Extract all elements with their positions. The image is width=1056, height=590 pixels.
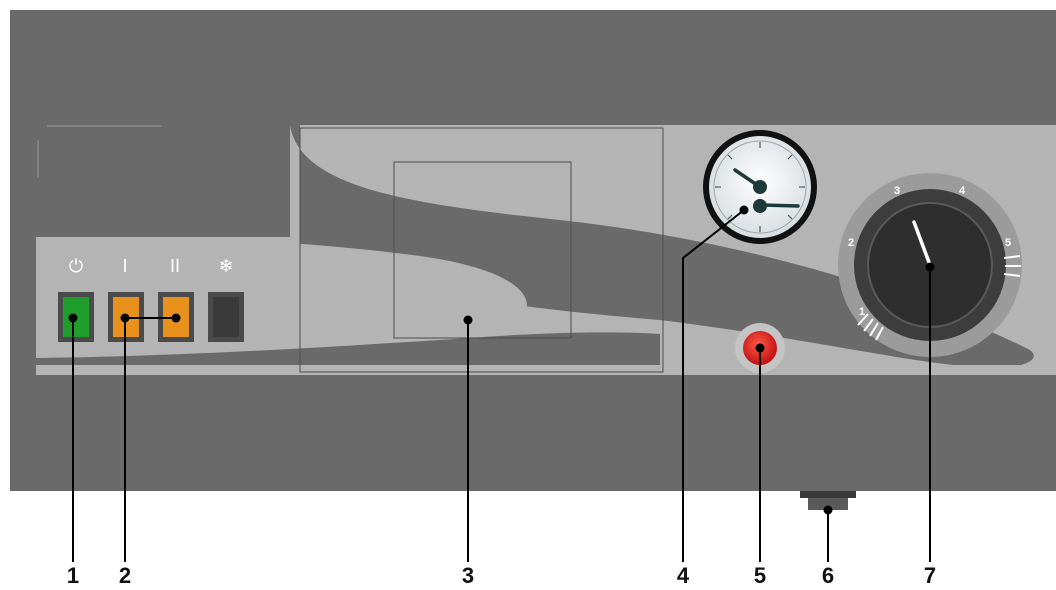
callout-number: 1	[66, 563, 80, 588]
display-screen	[393, 161, 572, 339]
stage-one-label: I	[122, 256, 127, 276]
callout-number: 5	[753, 563, 767, 588]
connector-fitting	[800, 491, 856, 510]
callout-number: 4	[676, 563, 690, 588]
dial-scale-label: 3	[894, 185, 900, 197]
power-symbol-icon: ⏻	[69, 256, 83, 277]
callout-leaders	[72, 209, 931, 562]
dial-scale-label: 1	[859, 306, 865, 318]
frost-switch[interactable]	[208, 292, 244, 342]
frost-snowflake-icon: ❄	[218, 256, 233, 277]
dial-pointer	[912, 220, 932, 267]
callout-number: 7	[923, 563, 937, 588]
temperature-pressure-gauge	[703, 130, 817, 244]
display-window	[299, 127, 664, 373]
dial-scale-label: 4	[959, 185, 966, 197]
callout-number: 6	[821, 563, 835, 588]
callout-dots	[68, 205, 935, 515]
dial-scale-label: 2	[848, 237, 854, 249]
stage-two-label: II	[170, 256, 180, 276]
callout-number: 2	[118, 563, 132, 588]
dial-scale-label: 5	[1005, 237, 1011, 249]
callout-number: 3	[461, 563, 475, 588]
